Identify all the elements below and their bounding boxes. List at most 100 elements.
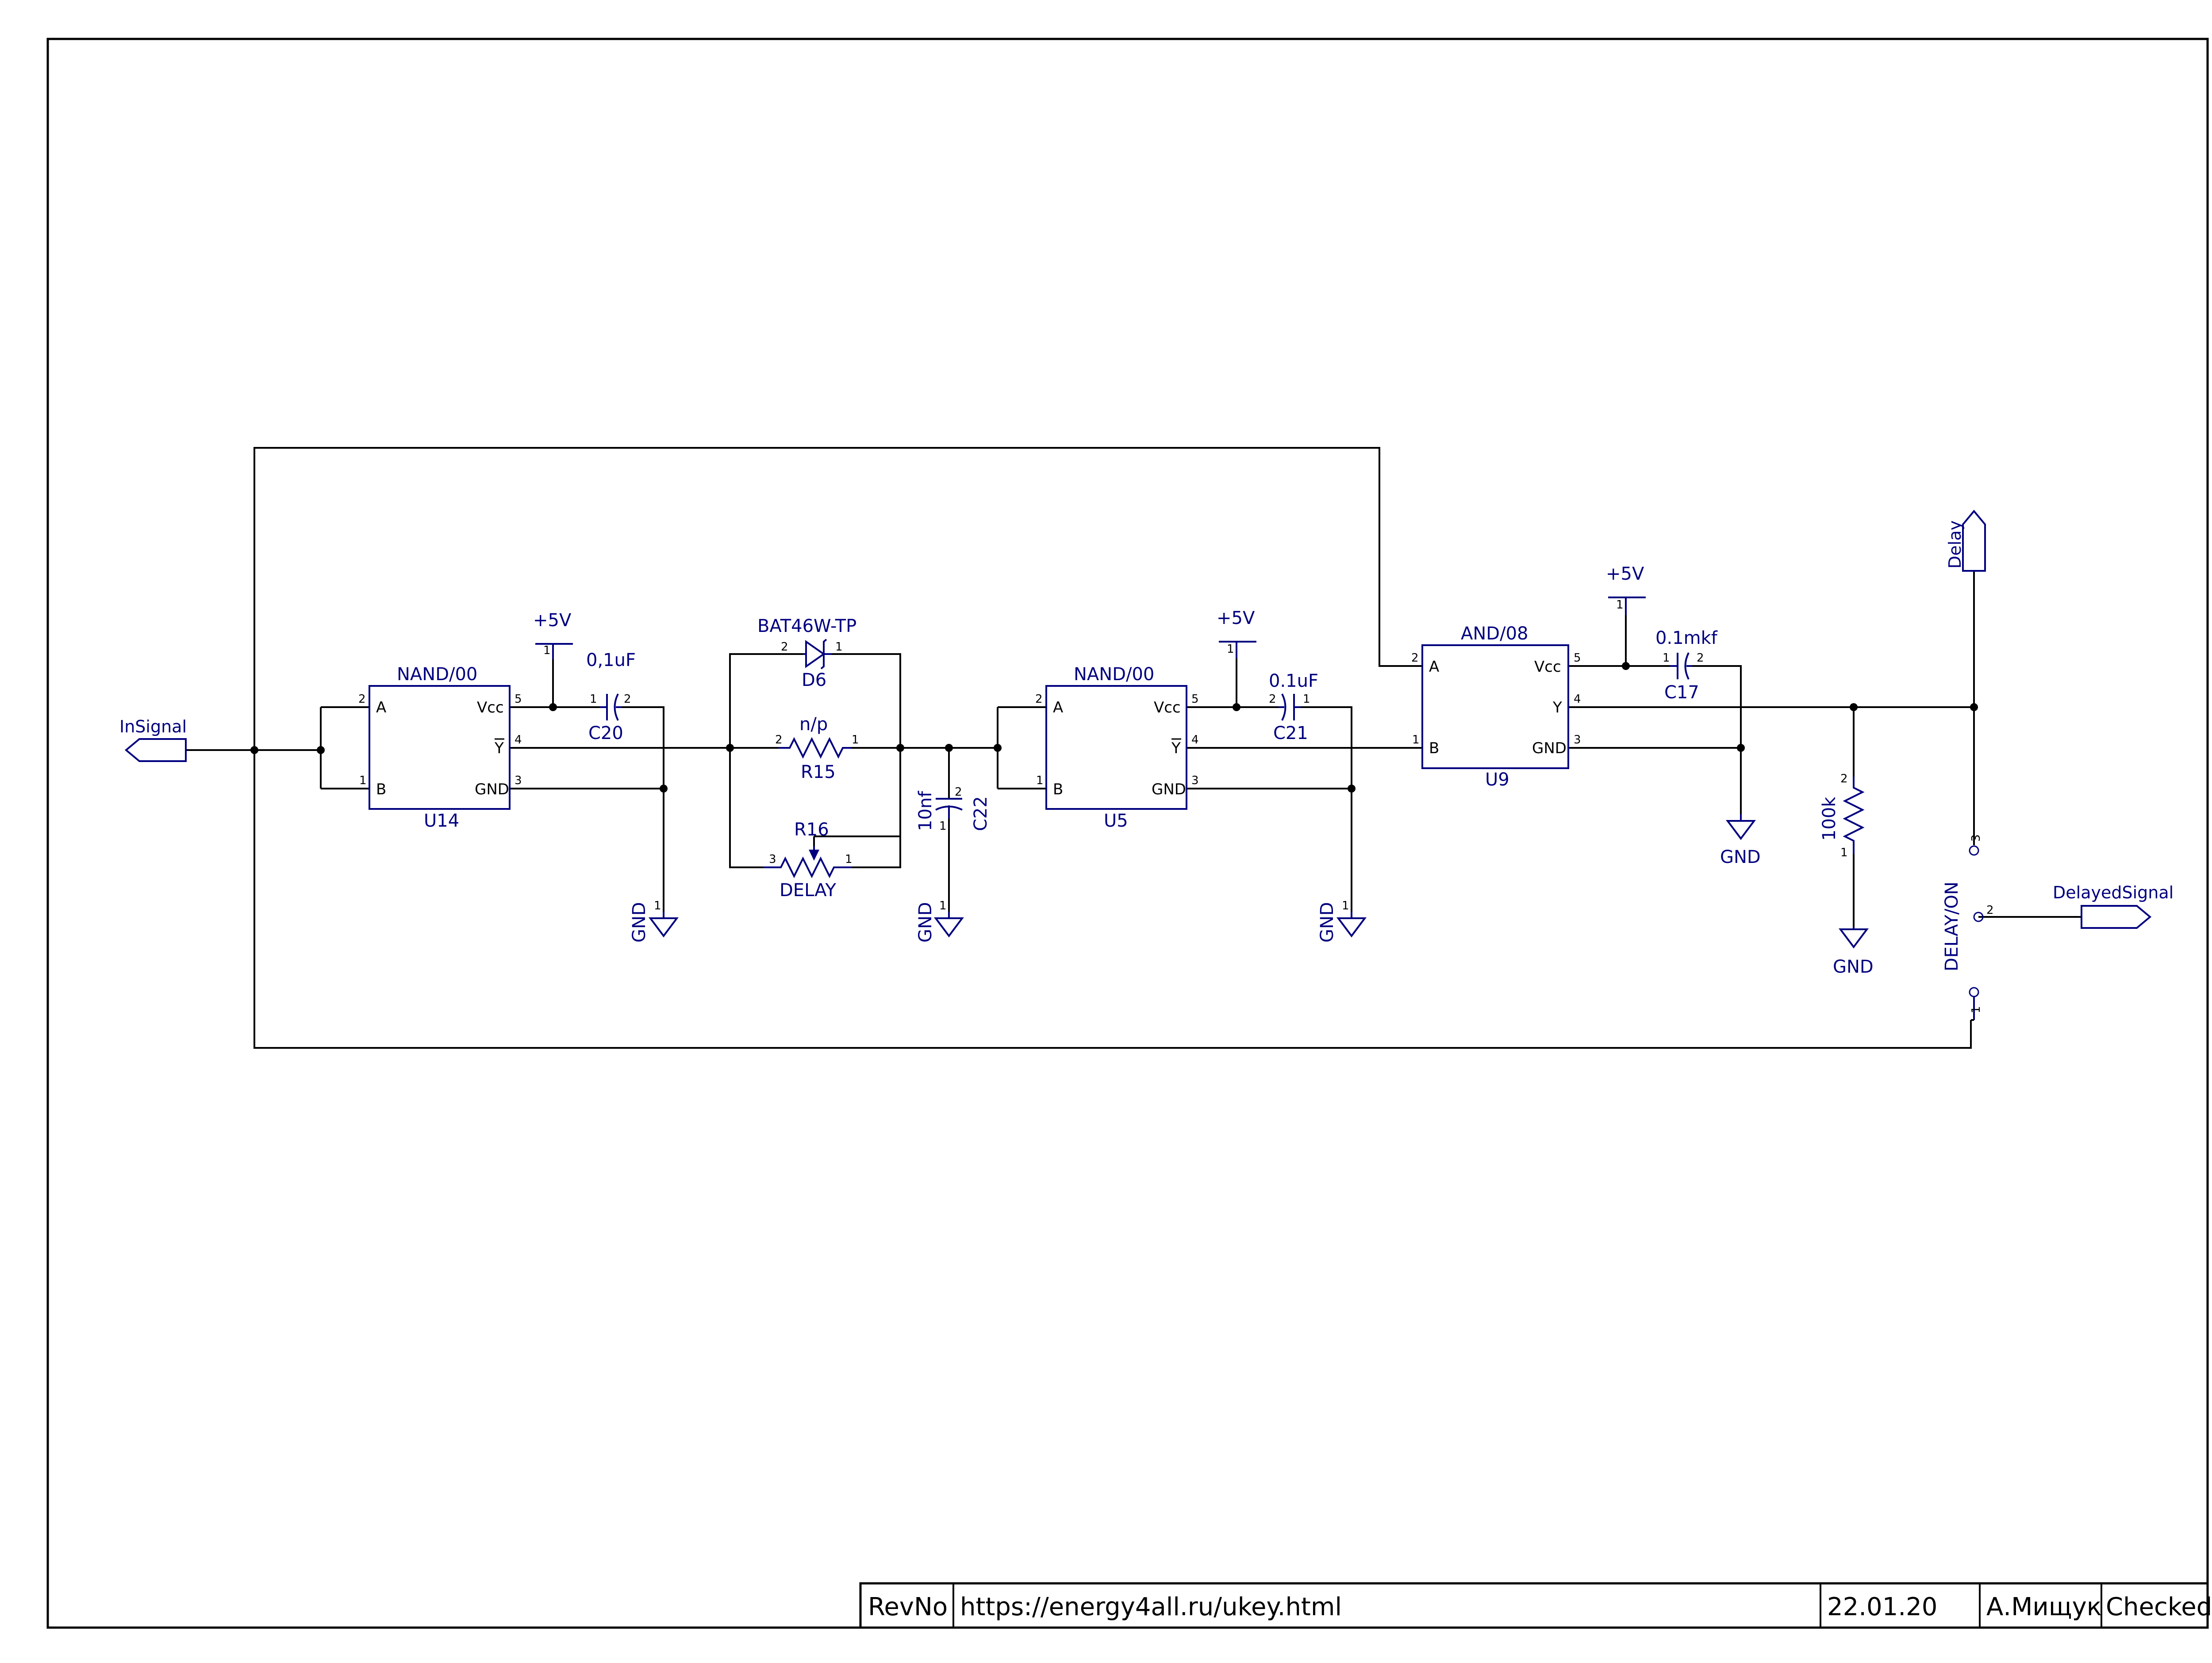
svg-text:BAT46W-TP: BAT46W-TP xyxy=(757,616,856,636)
svg-text:4: 4 xyxy=(1191,733,1199,747)
u9-ref: U9 xyxy=(1485,770,1509,790)
capacitor-c21: 0.1uF C21 2 1 xyxy=(1269,671,1318,743)
title-block-date: 22.01.20 xyxy=(1827,1593,1937,1621)
svg-text:C20: C20 xyxy=(588,723,623,743)
svg-text:2: 2 xyxy=(624,693,631,706)
svg-text:2: 2 xyxy=(358,693,366,706)
svg-text:GND: GND xyxy=(629,902,649,943)
u14-type: NAND/00 xyxy=(397,664,477,685)
svg-text:+5V: +5V xyxy=(1217,608,1255,628)
svg-text:3: 3 xyxy=(1191,774,1199,787)
svg-text:1: 1 xyxy=(1663,651,1670,665)
switch-delay-on: DELAY/ON 3 2 1 xyxy=(1942,834,1994,1021)
svg-text:R16: R16 xyxy=(794,820,829,840)
port-delay-label: Delay xyxy=(1945,520,1965,569)
svg-text:C22: C22 xyxy=(971,796,991,831)
svg-text:1: 1 xyxy=(939,899,947,912)
diode-d6: BAT46W-TP D6 2 1 xyxy=(757,616,856,690)
u5-ref: U5 xyxy=(1104,811,1128,831)
svg-text:2: 2 xyxy=(1411,651,1419,665)
svg-text:1: 1 xyxy=(1616,598,1624,612)
svg-text:GND: GND xyxy=(915,902,936,943)
power-5v-u9: +5V 1 xyxy=(1606,564,1646,615)
svg-text:100k: 100k xyxy=(1819,797,1839,841)
u5-nand-gate: NAND/00 U5 A B Vcc Y GND 2 1 5 4 3 xyxy=(1035,664,1199,831)
svg-text:5: 5 xyxy=(515,693,522,706)
sheet-border xyxy=(46,38,2209,1629)
capacitor-c17: 0.1mkf C17 1 2 xyxy=(1655,628,1718,703)
svg-text:GND: GND xyxy=(1152,781,1186,798)
svg-text:1: 1 xyxy=(1303,693,1310,706)
svg-text:A: A xyxy=(376,699,386,716)
u14-nand-gate: NAND/00 U14 A B Vcc Y GND 2 1 5 4 3 xyxy=(358,664,522,831)
svg-text:Vcc: Vcc xyxy=(1154,699,1181,716)
svg-text:n/p: n/p xyxy=(799,714,828,735)
svg-text:0.1uF: 0.1uF xyxy=(1269,671,1318,691)
svg-text:1: 1 xyxy=(852,733,859,747)
svg-text:1: 1 xyxy=(590,693,597,706)
svg-text:4: 4 xyxy=(515,733,522,747)
capacitor-c20: 0,1uF C20 1 2 xyxy=(586,650,636,743)
svg-text:0,1uF: 0,1uF xyxy=(586,650,636,670)
svg-text:3: 3 xyxy=(769,853,776,866)
port-insignal-label: InSignal xyxy=(119,717,187,736)
svg-text:Y: Y xyxy=(1552,699,1562,716)
svg-text:10nf: 10nf xyxy=(915,791,936,831)
svg-text:1: 1 xyxy=(845,853,853,866)
ground-symbol-2: GND 1 xyxy=(915,899,964,943)
svg-text:2: 2 xyxy=(1035,693,1043,706)
svg-text:Y: Y xyxy=(494,739,504,757)
svg-text:R15: R15 xyxy=(801,762,836,782)
ground-symbol-3: GND 1 xyxy=(1317,899,1367,943)
svg-text:+5V: +5V xyxy=(1606,564,1644,584)
svg-text:5: 5 xyxy=(1191,693,1199,706)
svg-text:0.1mkf: 0.1mkf xyxy=(1655,628,1718,648)
svg-text:D6: D6 xyxy=(802,670,826,690)
svg-text:1: 1 xyxy=(1840,846,1848,859)
svg-text:3: 3 xyxy=(515,774,522,787)
svg-text:GND: GND xyxy=(475,781,509,798)
svg-text:3: 3 xyxy=(1970,834,1983,842)
svg-text:3: 3 xyxy=(1574,733,1581,747)
ground-symbol-5: GND xyxy=(1833,927,1874,977)
ground-symbol-1: GND 1 xyxy=(629,899,679,943)
resistor-r15: n/p R15 2 1 xyxy=(775,714,859,782)
svg-text:Vcc: Vcc xyxy=(1534,658,1561,676)
svg-text:A: A xyxy=(1053,699,1063,716)
svg-text:GND: GND xyxy=(1532,739,1567,757)
svg-text:GND: GND xyxy=(1317,902,1337,943)
svg-text:A: A xyxy=(1429,658,1439,676)
title-block-url: https://energy4all.ru/ukey.html xyxy=(960,1593,1342,1621)
svg-text:1: 1 xyxy=(1036,774,1044,787)
svg-text:B: B xyxy=(1429,739,1439,757)
svg-text:2: 2 xyxy=(781,640,788,654)
svg-text:B: B xyxy=(376,781,386,798)
u9-and-gate: AND/08 U9 A B Vcc Y GND 2 1 5 4 3 xyxy=(1411,624,1581,790)
svg-text:1: 1 xyxy=(1227,643,1234,656)
ground-symbol-4: GND xyxy=(1720,814,1761,867)
port-insignal: InSignal xyxy=(119,717,187,762)
u9-type: AND/08 xyxy=(1461,624,1528,644)
switch-label: DELAY/ON xyxy=(1942,882,1962,971)
junctions xyxy=(250,662,1978,793)
port-delay: Delay xyxy=(1945,509,1986,572)
svg-text:5: 5 xyxy=(1574,651,1581,665)
svg-text:+5V: +5V xyxy=(533,610,572,631)
u14-ref: U14 xyxy=(424,811,459,831)
svg-text:1: 1 xyxy=(543,644,551,657)
svg-text:2: 2 xyxy=(1986,904,1994,917)
svg-text:Vcc: Vcc xyxy=(477,699,504,716)
power-5v-u14: +5V 1 xyxy=(533,610,573,659)
svg-text:C17: C17 xyxy=(1664,682,1699,703)
svg-text:1: 1 xyxy=(835,640,843,654)
title-block-checked: Checked xyxy=(2106,1593,2212,1621)
svg-text:4: 4 xyxy=(1574,693,1581,706)
wires xyxy=(186,447,2081,1049)
port-delayedsignal-label: DelayedSignal xyxy=(2053,883,2174,902)
svg-text:2: 2 xyxy=(775,733,783,747)
svg-text:GND: GND xyxy=(1833,957,1874,977)
u5-type: NAND/00 xyxy=(1074,664,1154,685)
svg-text:2: 2 xyxy=(955,785,962,799)
svg-text:C21: C21 xyxy=(1273,723,1308,743)
